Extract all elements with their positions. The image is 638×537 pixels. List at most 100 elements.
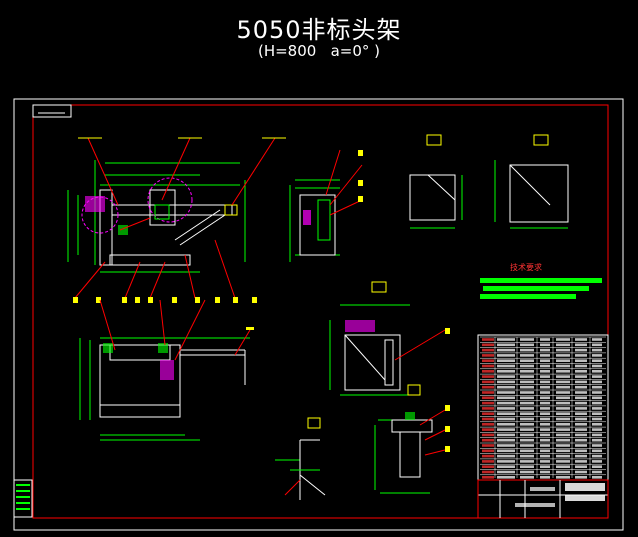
parts-list-cell (482, 454, 494, 458)
parts-list-cell (592, 470, 602, 474)
parts-list-cell (497, 433, 515, 437)
parts-list-cell (575, 370, 587, 373)
title-block[interactable] (477, 479, 609, 519)
sheet-outer-border (13, 98, 624, 531)
parts-list-cell (540, 417, 550, 421)
front-view-leaders (74, 137, 286, 299)
parts-list-cell (556, 391, 570, 394)
parts-list-cell (520, 343, 534, 347)
parts-list-cell (575, 428, 587, 431)
parts-list-cell (575, 385, 587, 389)
parts-list-cell (482, 412, 494, 415)
parts-list-cell (520, 391, 534, 394)
parts-list-cell (497, 438, 515, 442)
parts-list-cell (497, 380, 515, 384)
parts-list-cell (482, 396, 494, 400)
parts-list-cell (520, 407, 534, 410)
parts-list-cell (540, 385, 550, 389)
parts-list-cell (497, 396, 515, 400)
parts-list-cell (592, 454, 602, 458)
parts-list-cell (497, 449, 515, 453)
parts-list-cell (556, 470, 570, 474)
parts-list-cell (556, 460, 570, 463)
parts-list-cell (482, 391, 494, 394)
parts-list-cell (482, 380, 494, 384)
parts-list-cell (482, 401, 494, 405)
parts-list-cell (575, 444, 587, 447)
parts-list-cell (482, 370, 494, 373)
parts-list-cell (556, 433, 570, 437)
parts-list-cell (540, 412, 550, 415)
balloon-icon (135, 297, 140, 303)
parts-list-cell (592, 417, 602, 421)
parts-list-cell (556, 370, 570, 373)
parts-list-cell (556, 375, 570, 378)
plan-view[interactable] (79, 299, 254, 441)
section-view-b[interactable] (374, 384, 450, 494)
balloon-icon (195, 297, 200, 303)
parts-list-cell (497, 465, 515, 468)
parts-list-cell (592, 396, 602, 400)
parts-list-cell (575, 343, 587, 347)
parts-list-cell (520, 412, 534, 415)
sheet-inner-border (32, 104, 609, 519)
parts-list-cell (497, 354, 515, 357)
parts-list-cell (575, 407, 587, 410)
balloon-icon (148, 297, 153, 303)
section-view-a[interactable] (329, 281, 450, 396)
front-view[interactable] (67, 160, 246, 273)
parts-list-cell (497, 407, 515, 410)
parts-list-cell (482, 375, 494, 378)
parts-list-cell (556, 364, 570, 368)
parts-list-cell (497, 444, 515, 447)
parts-list-cell (556, 338, 570, 341)
parts-list-cell (482, 354, 494, 357)
detail-view-c[interactable] (275, 417, 326, 500)
parts-list-cell (520, 375, 534, 378)
corner-label-box (32, 104, 72, 118)
parts-list-cell (497, 428, 515, 431)
parts-list-cell (540, 396, 550, 400)
parts-list-cell (575, 465, 587, 468)
parts-list-cell (482, 417, 494, 421)
parts-list-cell (482, 470, 494, 474)
parts-list-cell (482, 449, 494, 453)
front-view-balloons (73, 297, 257, 303)
parts-list-cell (482, 465, 494, 468)
parts-list-cell (556, 476, 570, 479)
balloon-icon (122, 297, 127, 303)
parts-list-cell (497, 359, 515, 362)
parts-list-cell (592, 423, 602, 426)
side-view[interactable] (289, 149, 363, 262)
balloon-icon (252, 297, 257, 303)
drawing-subtitle: (H=800 a=0° ) (257, 42, 381, 60)
parts-list-cell (556, 343, 570, 347)
parts-list-cell (540, 380, 550, 384)
parts-list-cell (482, 423, 494, 426)
parts-list-cell (575, 396, 587, 400)
parts-list-cell (540, 470, 550, 474)
parts-list-cell (482, 460, 494, 463)
parts-list-cell (556, 359, 570, 362)
parts-list-cell (575, 375, 587, 378)
parts-list-cell (497, 338, 515, 341)
detail-view-b[interactable] (494, 134, 569, 229)
parts-list-cell (497, 370, 515, 373)
parts-list-cell (520, 470, 534, 474)
parts-list-cell (520, 428, 534, 431)
parts-list-cell (540, 433, 550, 437)
parts-list-cell (575, 433, 587, 437)
parts-list-cell (497, 460, 515, 463)
parts-list-cell (482, 428, 494, 431)
parts-list-cell (592, 433, 602, 437)
parts-list-cell (482, 364, 494, 368)
parts-list-cell (520, 476, 534, 479)
parts-list-cell (482, 343, 494, 347)
parts-list-cell (540, 370, 550, 373)
parts-list-cell (556, 417, 570, 421)
parts-list-cell (482, 444, 494, 447)
parts-list-cell (520, 417, 534, 421)
balloon-icon (172, 297, 177, 303)
detail-view-a[interactable] (409, 134, 463, 229)
